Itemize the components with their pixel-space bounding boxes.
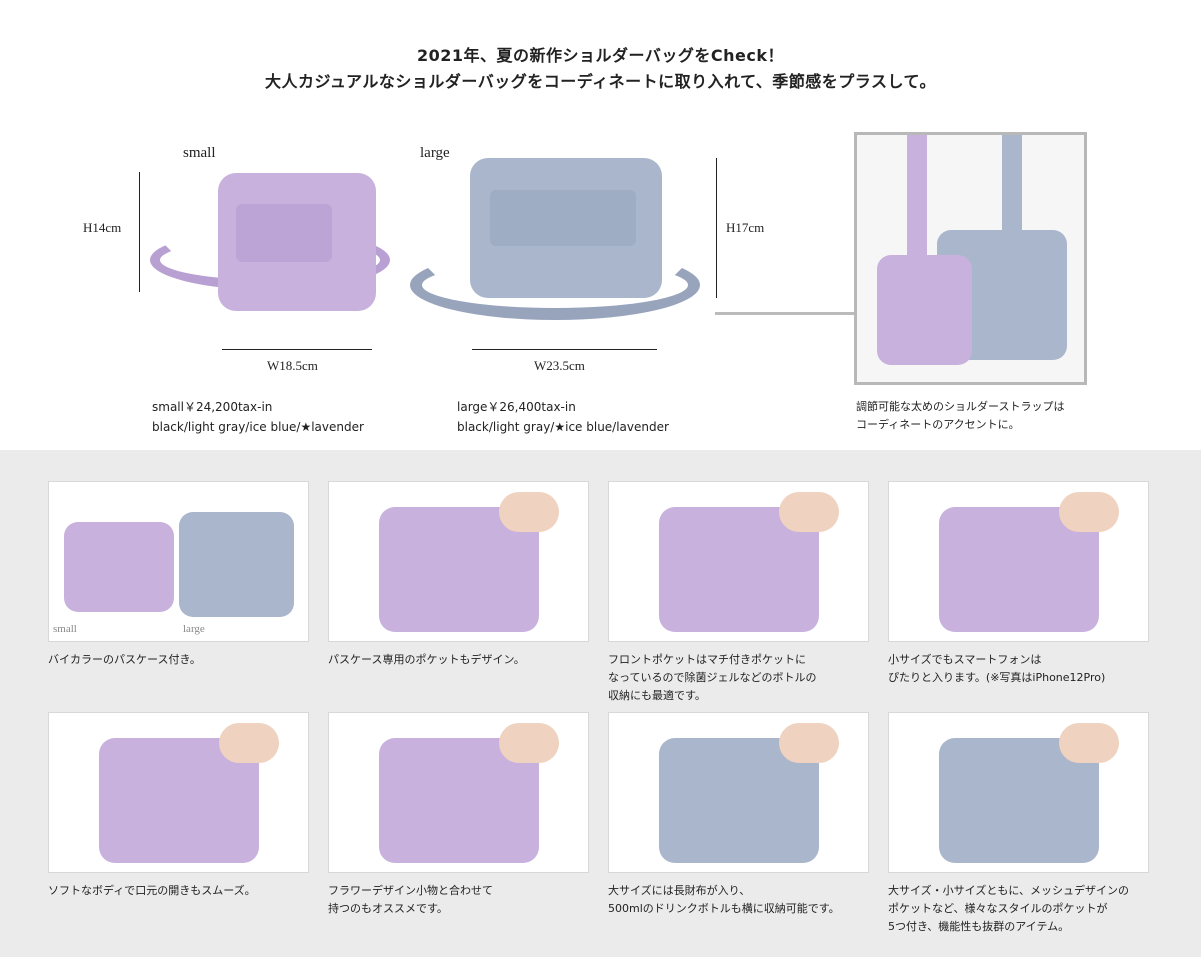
hand-image <box>499 492 559 532</box>
caption-line: 大サイズには長財布が入り、 <box>608 884 751 897</box>
caption-line: 小サイズでもスマートフォンは <box>888 653 1042 666</box>
feature-caption: 大サイズには長財布が入り、 500mlのドリンクボトルも横に収納可能です。 <box>608 882 878 918</box>
headline-line1: 2021年、夏の新作ショルダーバッグをCheck！ <box>417 46 784 65</box>
hand-image <box>779 723 839 763</box>
connector-line <box>715 312 855 315</box>
photo-label: small <box>53 623 77 635</box>
photo-label: large <box>183 623 205 635</box>
small-height-arrow <box>139 172 140 292</box>
feature-photo <box>608 712 869 873</box>
large-label: large <box>420 145 450 161</box>
feature-caption: フロントポケットはマチ付きポケットになっているので除菌ジェルなどのボトルの収納に… <box>608 651 878 705</box>
small-height: H14cm <box>83 220 122 235</box>
small-colors: black/light gray/ice blue/★lavender <box>152 420 364 434</box>
caption-line: 大サイズ・小サイズともに、メッシュデザインの <box>888 884 1130 897</box>
hand-image <box>499 723 559 763</box>
hand-image <box>1059 723 1119 763</box>
hand-image <box>1059 492 1119 532</box>
caption-line: フラワーデザイン小物と合わせて <box>328 884 493 897</box>
caption-line: 5つ付き、機能性も抜群のアイテム。 <box>888 920 1070 933</box>
large-bag-pocket <box>490 190 636 246</box>
caption-line: 収納にも最適です。 <box>608 689 706 702</box>
feature-caption: ソフトなボディで口元の開きもスムーズ。 <box>48 882 318 900</box>
feature-caption: 大サイズ・小サイズともに、メッシュデザインのポケットなど、様々なスタイルのポケッ… <box>888 882 1158 936</box>
large-height: H17cm <box>726 220 765 235</box>
feature-photo <box>48 712 309 873</box>
feature-photo <box>328 712 589 873</box>
caption-line: バイカラーのパスケース付き。 <box>48 653 201 666</box>
hand-image <box>219 723 279 763</box>
strap-caption-line1: 調節可能な太めのショルダーストラップは <box>856 400 1065 413</box>
caption-line: 500mlのドリンクボトルも横に収納可能です。 <box>608 902 840 915</box>
feature-photo <box>888 481 1149 642</box>
feature-photo <box>608 481 869 642</box>
caption-line: ぴたりと入ります。(※写真はiPhone12Pro) <box>888 671 1106 684</box>
caption-line: ソフトなボディで口元の開きもスムーズ。 <box>48 884 256 897</box>
large-width-arrow <box>472 349 657 350</box>
small-price: small￥24,200tax-in <box>152 400 273 414</box>
hand-image <box>779 492 839 532</box>
feature-caption: フラワーデザイン小物と合わせて持つのもオススメです。 <box>328 882 598 918</box>
feature-photo: small large <box>48 481 309 642</box>
feature-caption: バイカラーのパスケース付き。 <box>48 651 318 669</box>
small-width-arrow <box>222 349 372 350</box>
large-price: large￥26,400tax-in <box>457 400 576 414</box>
caption-line: 持つのもオススメです。 <box>328 902 448 915</box>
strap-detail-photo <box>854 132 1087 385</box>
caption-line: パスケース専用のポケットもデザイン。 <box>328 653 525 666</box>
strap-caption-line2: コーディネートのアクセントに。 <box>856 418 1020 431</box>
feature-photo <box>888 712 1149 873</box>
large-colors: black/light gray/★ice blue/lavender <box>457 420 669 434</box>
headline-line2: 大人カジュアルなショルダーバッグをコーディネートに取り入れて、季節感をプラスして… <box>264 72 937 91</box>
caption-line: なっているので除菌ジェルなどのボトルの <box>608 671 817 684</box>
caption-line: ポケットなど、様々なスタイルのポケットが <box>888 902 1108 915</box>
small-width: W18.5cm <box>267 358 318 373</box>
small-label: small <box>183 145 216 161</box>
small-bag-pocket <box>236 204 332 262</box>
caption-line: フロントポケットはマチ付きポケットに <box>608 653 806 666</box>
feature-caption: 小サイズでもスマートフォンはぴたりと入ります。(※写真はiPhone12Pro) <box>888 651 1158 687</box>
large-width: W23.5cm <box>534 358 585 373</box>
feature-photo <box>328 481 589 642</box>
feature-caption: パスケース専用のポケットもデザイン。 <box>328 651 598 669</box>
large-height-arrow <box>716 158 717 298</box>
